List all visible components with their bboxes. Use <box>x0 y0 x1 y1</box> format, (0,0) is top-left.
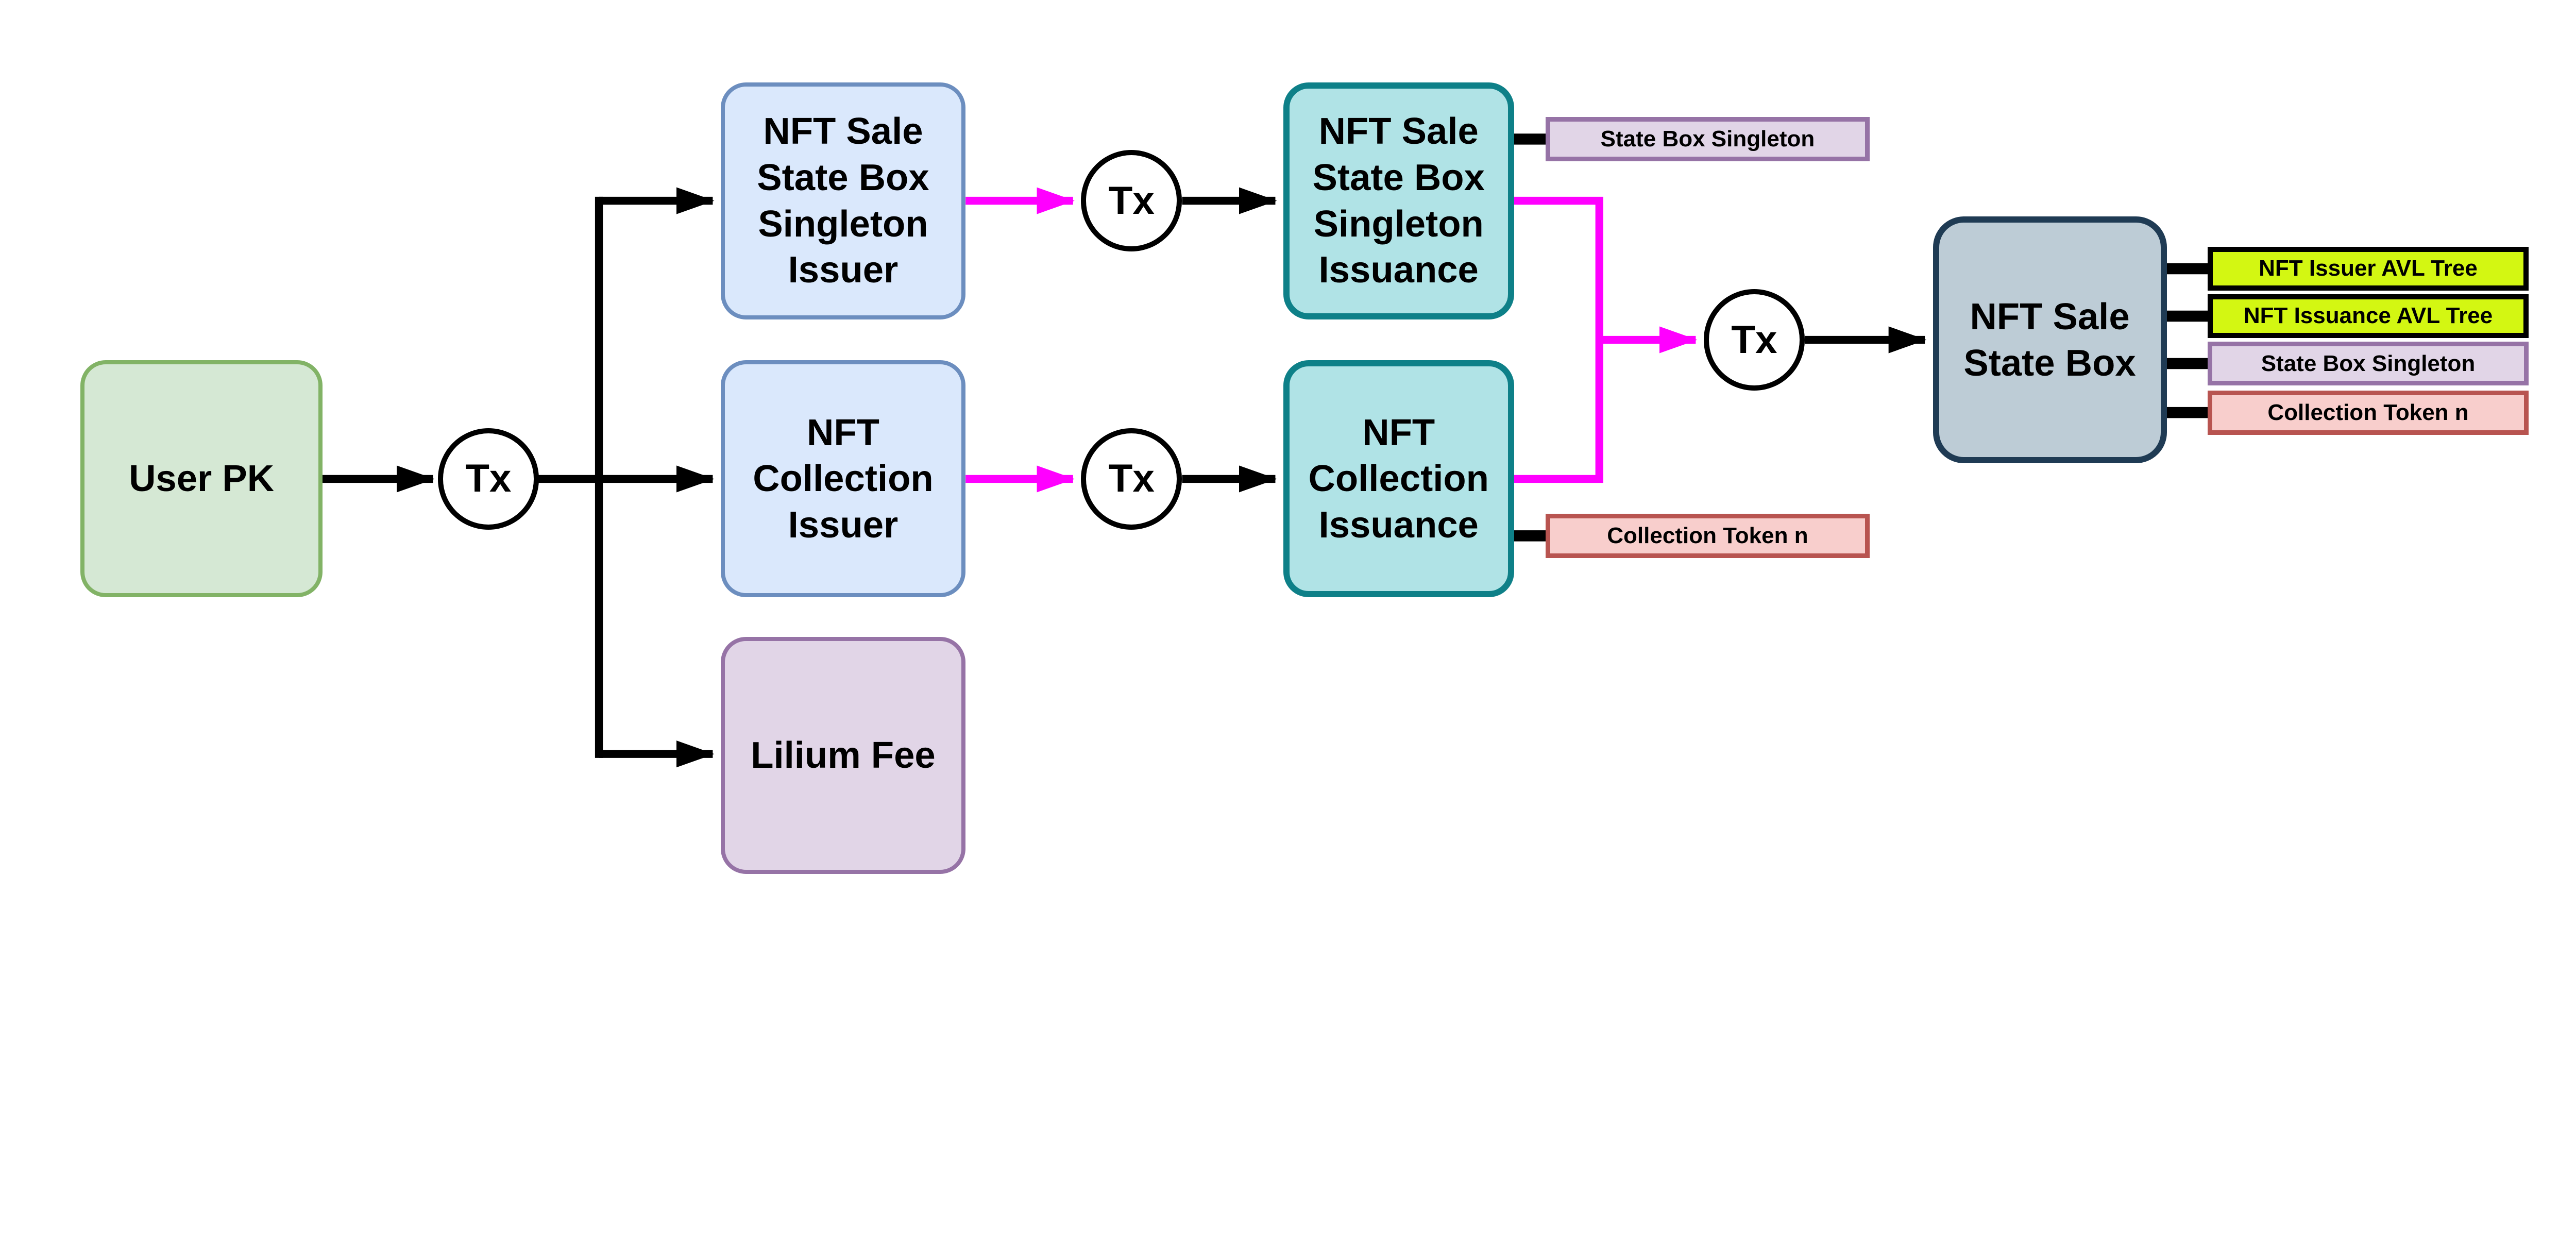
tx-circle-2: Tx <box>1081 150 1182 251</box>
node-nft-collection-issuer: NFT Collection Issuer <box>720 360 966 598</box>
tag-nft-issuer-avl-tree: NFT Issuer AVL Tree <box>2208 246 2529 291</box>
edge-issuances-merge-line <box>1511 196 1603 483</box>
nft-sale-flow-diagram: User PK Tx NFT Sale State Box Singleton … <box>0 0 2576 956</box>
tag-collection-token-right: Collection Token n <box>2208 390 2529 435</box>
tag-collection-token-mid: Collection Token n <box>1546 513 1870 558</box>
tag-nft-issuance-avl-tree: NFT Issuance AVL Tree <box>2208 294 2529 339</box>
node-lilium-fee: Lilium Fee <box>720 637 966 874</box>
node-nft-sale-state-box: NFT Sale State Box <box>1933 216 2167 463</box>
node-nft-sale-state-box-singleton-issuance: NFT Sale State Box Singleton Issuance <box>1283 82 1514 319</box>
node-user-pk: User PK <box>80 360 323 598</box>
edge-tx1-to-branch-line <box>535 196 603 758</box>
tag-state-box-singleton-right: State Box Singleton <box>2208 341 2529 386</box>
node-nft-collection-issuance: NFT Collection Issuance <box>1283 360 1514 598</box>
tx-circle-1: Tx <box>437 428 539 530</box>
tx-circle-3: Tx <box>1081 428 1182 530</box>
connector-lines-layer <box>322 133 2211 768</box>
tx-circle-4: Tx <box>1703 289 1805 391</box>
tag-state-box-singleton-top: State Box Singleton <box>1546 116 1870 161</box>
node-nft-sale-state-box-singleton-issuer: NFT Sale State Box Singleton Issuer <box>720 82 966 319</box>
